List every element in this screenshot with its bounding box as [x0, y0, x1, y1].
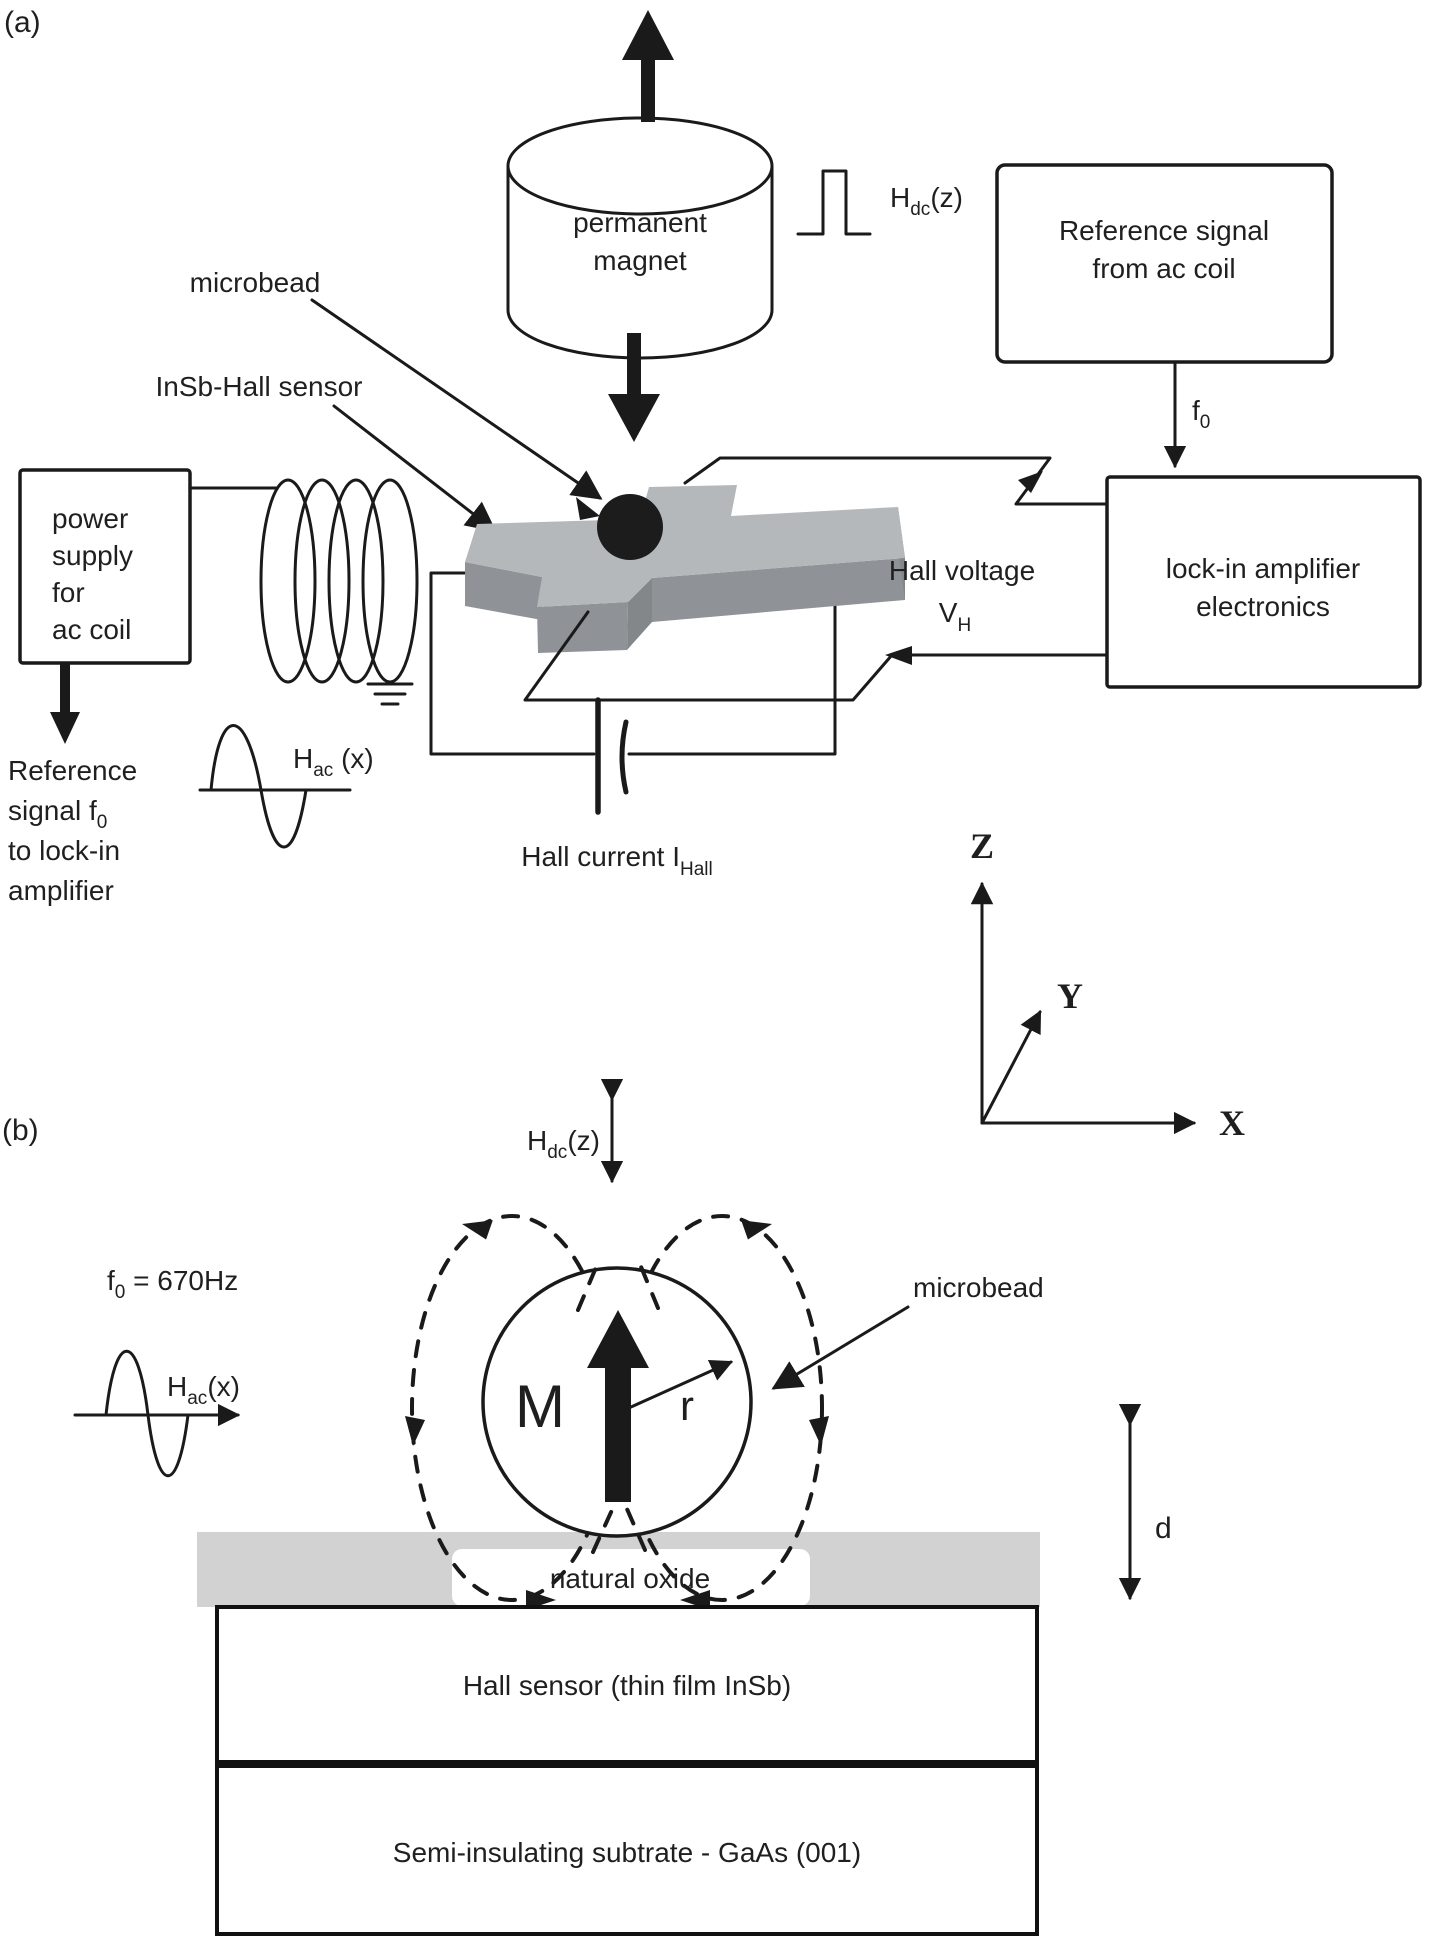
distance-label: d	[1155, 1512, 1172, 1545]
substrate-layer: Semi-insulating subtrate - GaAs (001)	[215, 1764, 1039, 1936]
radius-label: r	[680, 1382, 694, 1429]
field-arrow-left-down-icon	[405, 1416, 425, 1446]
magnetization-label: M	[515, 1373, 565, 1440]
hac-waveform-b: Hac(x)	[73, 1349, 241, 1478]
ref-signal-line1: Reference	[8, 755, 137, 786]
magnet-down-arrow-icon	[608, 333, 660, 442]
power-box-outline	[18, 468, 192, 665]
cross-front-arm-side	[627, 578, 652, 650]
field-stub	[576, 1256, 602, 1312]
ref-signal-line4: amplifier	[8, 875, 114, 906]
microbead-label-b: microbead	[913, 1272, 1044, 1303]
reference-box-outline	[995, 163, 1334, 364]
radius-arrow	[629, 1360, 734, 1409]
ground-icon	[366, 682, 414, 706]
field-arrow-right-down-icon	[809, 1416, 829, 1446]
hac-a-sine	[209, 724, 308, 849]
hall-current-circuit	[429, 571, 837, 815]
panel-a-label: (a)	[4, 6, 41, 39]
insb-sensor-label: InSb-Hall sensor	[156, 371, 363, 402]
cross-front-face	[465, 562, 542, 620]
power-box-line1: power	[52, 503, 128, 534]
coil-loop	[361, 478, 419, 684]
cross-front-face-right	[652, 558, 905, 622]
hac-b-sine	[104, 1349, 190, 1478]
ref-signal-line2: signal f0	[8, 795, 107, 833]
power-box-line3: for	[52, 577, 85, 608]
natural-oxide-label: natural oxide	[550, 1563, 710, 1594]
substrate-outline	[215, 1764, 1039, 1936]
z-axis-label: Z	[970, 826, 994, 866]
hac-label-b: Hac(x)	[167, 1371, 240, 1409]
permanent-magnet: permanent magnet	[506, 116, 774, 360]
panel-b-label: (b)	[2, 1114, 39, 1147]
reference-signal-text: Reference signal f0 to lock-in amplifier	[8, 755, 137, 906]
hall-cross-sensor	[465, 485, 905, 653]
field-stub	[625, 1507, 647, 1552]
reference-signal-box: Reference signal from ac coil	[995, 163, 1334, 364]
hall-voltage-arrowhead-top-icon	[1018, 471, 1043, 493]
lockin-box-line1: lock-in amplifier	[1166, 553, 1361, 584]
battery-short-plate-icon	[619, 719, 629, 795]
magnetization-arrow-icon	[587, 1310, 649, 1502]
x-axis-label: X	[1219, 1103, 1245, 1143]
coil-loop	[293, 478, 351, 684]
magnet-up-arrow-icon	[622, 10, 674, 122]
field-entry-dashes	[576, 1255, 660, 1554]
microbead-dot	[597, 494, 663, 560]
coordinate-axes: Z Y X	[970, 826, 1245, 1143]
lockin-box-line2: electronics	[1196, 591, 1330, 622]
microbead-label-a: microbead	[190, 267, 321, 298]
y-axis-arrow	[980, 1010, 1042, 1125]
microbead-pointer-arrow-b	[771, 1305, 910, 1390]
hall-voltage-wire-top	[683, 456, 1109, 506]
ac-coil	[259, 478, 419, 684]
lockin-box-outline	[1105, 475, 1422, 689]
hall-voltage-wire-bottom	[523, 610, 1109, 702]
field-stub	[591, 1508, 614, 1554]
magnet-label-1: permanent	[573, 207, 707, 238]
magnet-label-2: magnet	[593, 245, 687, 276]
f0-670hz-label: f0 = 670Hz	[107, 1265, 238, 1303]
power-box-line2: supply	[52, 540, 133, 571]
hall-current-wire-right	[627, 575, 837, 756]
hdc-label-b: Hdc(z)	[527, 1125, 600, 1163]
insb-pointer-arrow	[332, 404, 497, 532]
hall-current-label: Hall current IHall	[521, 841, 712, 880]
hac-label-a: Hac (x)	[293, 743, 374, 781]
power-box-line4: ac coil	[52, 614, 131, 645]
field-stub	[635, 1255, 660, 1310]
hdc-label-a: Hdc(z)	[890, 182, 963, 220]
hall-voltage-arrowhead-bottom-icon	[885, 646, 912, 665]
reference-box-line2: from ac coil	[1092, 253, 1235, 284]
hall-layer-outline	[215, 1605, 1039, 1764]
hdc-pulse-waveform	[796, 169, 872, 236]
microbead-second-arrowhead-icon	[576, 497, 600, 520]
hall-voltage-wires	[523, 456, 1109, 702]
hall-sensor-layer: Hall sensor (thin film InSb)	[215, 1605, 1039, 1764]
field-arrow-top-right-icon	[741, 1220, 772, 1240]
hall-voltage-label: Hall voltage	[889, 555, 1035, 586]
coil-loop	[259, 478, 317, 684]
hall-current-wire-left	[429, 571, 596, 756]
coil-loop	[327, 478, 385, 684]
f0-label-a: f0	[1192, 395, 1210, 433]
magnet-top-face	[506, 116, 774, 216]
microbead-pointer-arrow-a	[310, 298, 603, 500]
hall-layer-label: Hall sensor (thin film InSb)	[463, 1670, 791, 1701]
lockin-amplifier-box: lock-in amplifier electronics	[1105, 475, 1422, 689]
ref-signal-line3: to lock-in	[8, 835, 120, 866]
power-supply-box: power supply for ac coil	[18, 468, 192, 665]
hac-waveform-a: Hac (x)	[198, 724, 374, 849]
field-arrow-top-left-icon	[462, 1220, 493, 1240]
cross-front-arm-face	[537, 602, 628, 653]
substrate-label: Semi-insulating subtrate - GaAs (001)	[393, 1837, 861, 1868]
y-axis-label: Y	[1057, 976, 1083, 1016]
power-down-arrow-icon	[50, 663, 80, 744]
hall-voltage-vh: VH	[939, 597, 971, 636]
reference-box-line1: Reference signal	[1059, 215, 1269, 246]
cross-top-face	[465, 485, 905, 607]
